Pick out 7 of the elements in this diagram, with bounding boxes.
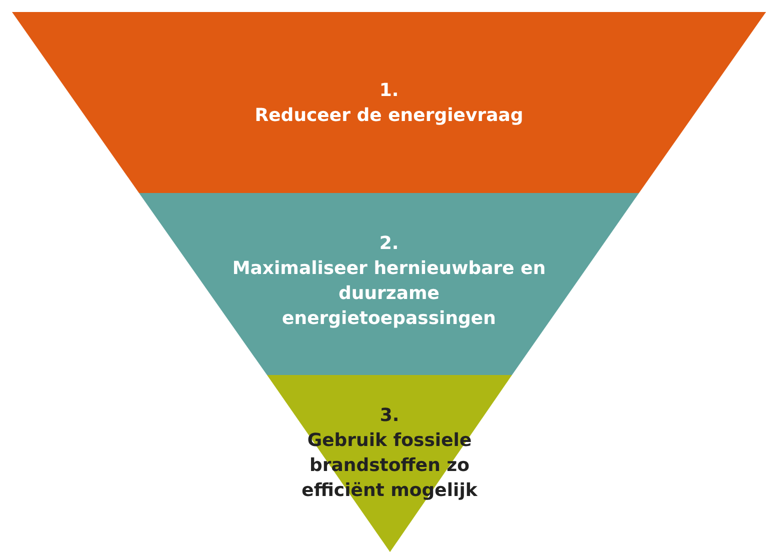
step-heading: Maximaliseer hernieuwbare en duurzame energietoepassingen	[231, 257, 547, 331]
step-heading: Reduceer de energievraag	[254, 104, 524, 128]
pyramid-tier	[139, 193, 639, 375]
pyramid-tier	[12, 12, 766, 193]
step-number: 2.	[379, 232, 399, 256]
step-number: 3.	[380, 404, 400, 428]
step-number: 1.	[379, 79, 399, 103]
